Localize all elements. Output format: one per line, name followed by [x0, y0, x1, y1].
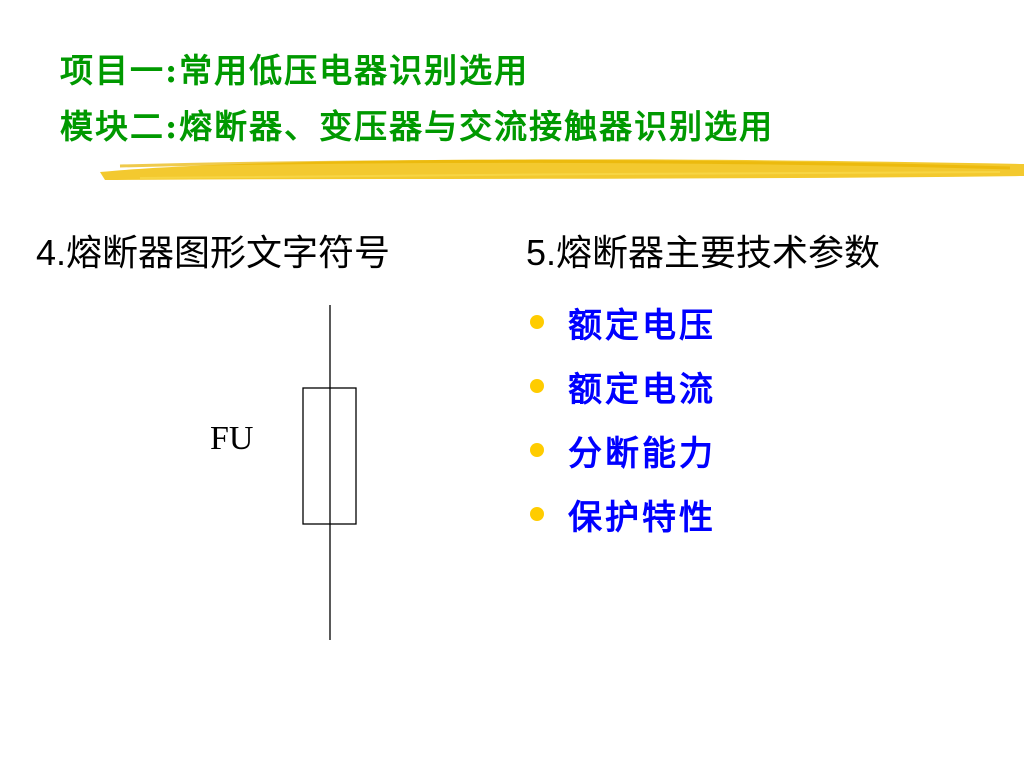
section-4-number: 4.: [36, 232, 67, 273]
list-item: 分断能力: [530, 418, 716, 482]
fuse-symbol-icon: [302, 305, 357, 640]
bullet-dot-icon: [530, 379, 544, 393]
section-5-text: 熔断器主要技术参数: [556, 233, 881, 274]
section-4-text: 熔断器图形文字符号: [66, 233, 391, 274]
section-4-heading: 4.熔断器图形文字符号: [36, 224, 390, 276]
list-item: 保护特性: [530, 482, 716, 546]
list-item-text: 额定电压: [568, 305, 716, 346]
bullet-dot-icon: [530, 315, 544, 329]
list-item: 额定电流: [530, 354, 716, 418]
section-5-heading: 5.熔断器主要技术参数: [526, 224, 880, 276]
bullet-dot-icon: [530, 507, 544, 521]
brush-stroke-divider: [100, 159, 1024, 180]
title-line-2: 模块二:熔断器、变压器与交流接触器识别选用: [60, 107, 775, 146]
list-item-text: 保护特性: [568, 497, 716, 538]
title-line-1: 项目一:常用低压电器识别选用: [60, 51, 530, 90]
fuse-symbol-label: FU: [210, 420, 254, 457]
section-5-number: 5.: [526, 232, 557, 273]
list-item-text: 额定电流: [568, 369, 716, 410]
bullet-dot-icon: [530, 443, 544, 457]
list-item: 额定电压: [530, 290, 716, 354]
parameter-list: 额定电压 额定电流 分断能力 保护特性: [530, 290, 716, 546]
list-item-text: 分断能力: [568, 433, 716, 474]
